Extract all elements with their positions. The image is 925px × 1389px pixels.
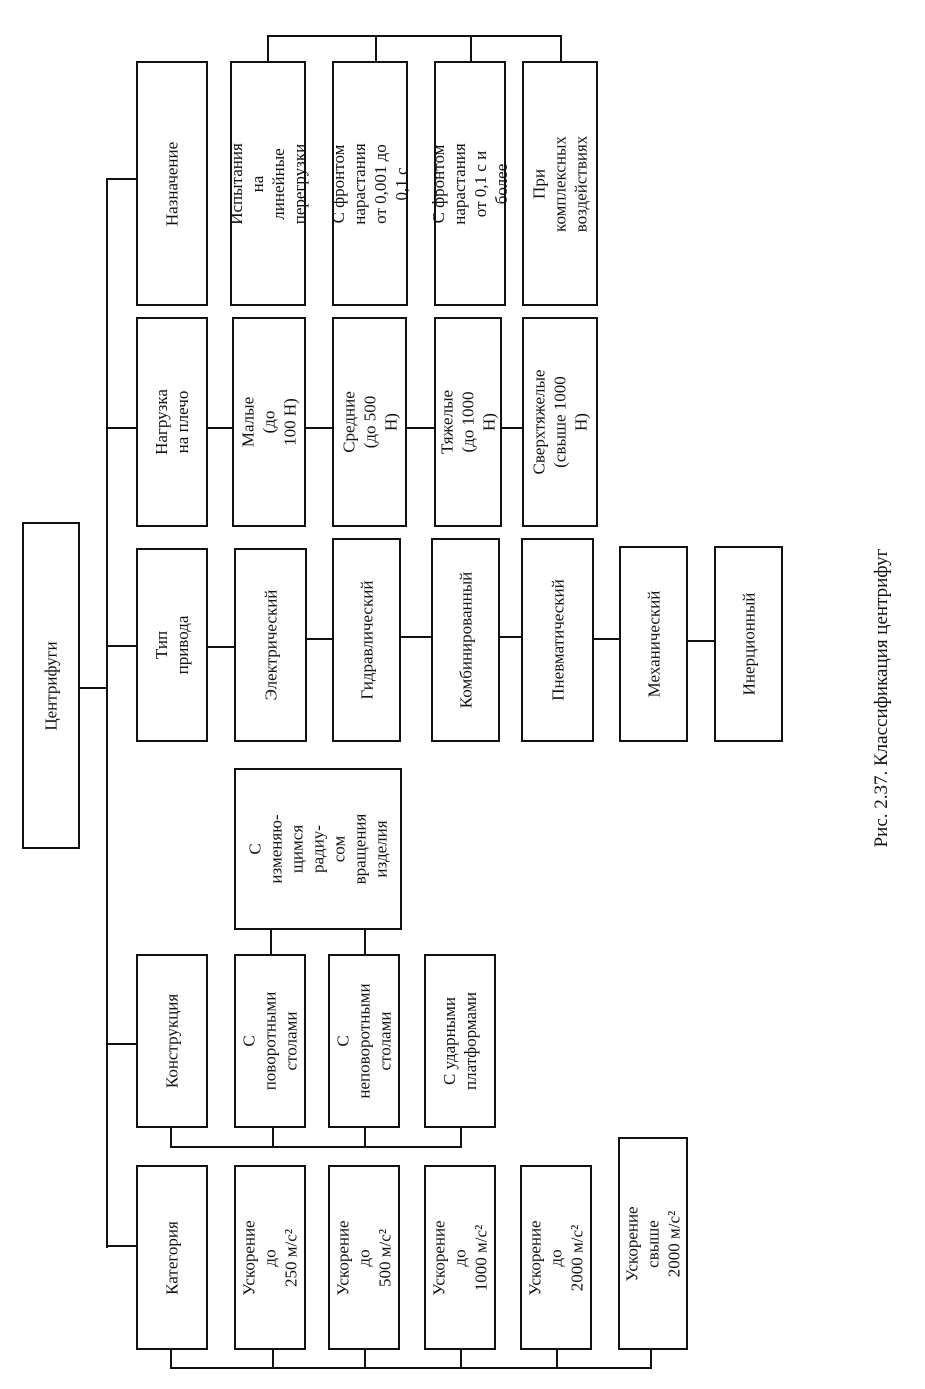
connector-category-rail <box>170 1367 652 1369</box>
connector-root <box>78 687 108 689</box>
connector-purpose-tick <box>267 35 269 61</box>
load-item: Средние (до 500 Н) <box>332 317 407 527</box>
purpose-item-label: Испытания на линейные перегрузки <box>227 142 309 225</box>
load-item-label: Малые (до 100 Н) <box>238 396 300 448</box>
group-title-label: Нагрузка на плечо <box>152 389 192 455</box>
connector-construction-rail <box>170 1146 462 1148</box>
connector-purpose-tick <box>470 35 472 61</box>
construction-item-label: С поворотными столами <box>239 991 301 1091</box>
purpose-item-label: С фронтом нарастания от 0,1 с и более <box>429 142 511 225</box>
purpose-item-label: С фронтом нарастания от 0,001 до 0,1 с <box>329 142 411 225</box>
drive-item-label: Гидравлический <box>357 580 376 700</box>
connector-drive-chain <box>208 646 234 648</box>
group-title-label: Категория <box>162 1220 182 1295</box>
load-item: Тяжелые (до 1000 Н) <box>434 317 502 527</box>
group-title-construction: Конструкция <box>136 954 208 1128</box>
connector-construction-tick <box>170 1128 172 1148</box>
drive-item-label: Электрический <box>261 589 280 701</box>
purpose-item: Испытания на линейные перегрузки <box>227 61 309 306</box>
drive-item: Пневматический <box>521 538 594 742</box>
connector-purpose-tick <box>560 35 562 61</box>
drive-item: Инерционный <box>714 546 783 742</box>
drive-item: Комбинированный <box>431 538 500 742</box>
connector-subitem <box>270 930 272 954</box>
category-item-label: Ускорение до 1000 м/с² <box>429 1219 491 1296</box>
connector-drive-chain <box>307 638 332 640</box>
connector-category-tick <box>364 1350 366 1369</box>
connector-drive-chain <box>401 636 431 638</box>
group-title-drive: Тип привода <box>136 548 208 742</box>
connector-drive-chain <box>688 640 714 642</box>
connector-load-chain <box>208 427 232 429</box>
construction-sub-item: С изменяю- щимся радиу- сом вращения изд… <box>234 768 402 930</box>
load-item: Сверхтяжелые (свыше 1000 Н) <box>522 317 598 527</box>
purpose-item: При комплексных воздействиях <box>522 61 598 306</box>
connector-purpose <box>106 178 136 180</box>
construction-item-label: С ударными платформами <box>440 992 480 1090</box>
connector-load <box>106 427 136 429</box>
construction-sub-item-label: С изменяю- щимся радиу- сом вращения изд… <box>245 813 391 885</box>
root-label: Центрифуги <box>41 640 61 731</box>
connector-purpose-tick <box>375 35 377 61</box>
drive-item-label: Комбинированный <box>456 571 475 709</box>
connector-purpose-rail <box>267 35 562 37</box>
group-title-purpose: Назначение <box>136 61 208 306</box>
load-item-label: Сверхтяжелые (свыше 1000 Н) <box>529 369 591 475</box>
root-node: Центрифуги <box>22 522 80 849</box>
load-item-label: Тяжелые (до 1000 Н) <box>437 389 499 455</box>
category-item: Ускорение до 500 м/с² <box>328 1165 400 1350</box>
category-item-label: Ускорение до 500 м/с² <box>333 1219 395 1296</box>
drive-item-label: Пневматический <box>548 579 567 701</box>
load-item: Малые (до 100 Н) <box>232 317 306 527</box>
connector-load-chain <box>502 427 522 429</box>
group-title-load: Нагрузка на плечо <box>136 317 208 527</box>
drive-item: Гидравлический <box>332 538 401 742</box>
group-title-label: Конструкция <box>162 993 182 1089</box>
connector-category-tick <box>460 1350 462 1369</box>
connector-drive-chain <box>594 638 619 640</box>
connector-construction-tick <box>460 1128 462 1148</box>
category-item: Ускорение до 250 м/с² <box>234 1165 306 1350</box>
purpose-item-label: При комплексных воздействиях <box>529 135 591 232</box>
drive-item: Механический <box>619 546 688 742</box>
connector-drive-chain <box>500 636 521 638</box>
connector-load-chain <box>306 427 332 429</box>
connector-spine <box>106 178 108 1248</box>
purpose-item: С фронтом нарастания от 0,001 до 0,1 с <box>329 61 411 306</box>
load-item-label: Средние (до 500 Н) <box>339 391 400 453</box>
drive-item-label: Механический <box>644 590 663 698</box>
group-title-label: Назначение <box>162 141 182 226</box>
connector-category <box>106 1245 136 1247</box>
construction-item: С неповоротными столами <box>328 954 400 1128</box>
figure-caption: Рис. 2.37. Классификация центрифуг <box>871 548 892 848</box>
connector-construction-tick <box>364 1128 366 1148</box>
purpose-item: С фронтом нарастания от 0,1 с и более <box>429 61 511 306</box>
construction-item-label: С неповоротными столами <box>333 983 395 1099</box>
connector-category-tick <box>170 1350 172 1369</box>
category-item-label: Ускорение до 2000 м/с² <box>525 1219 587 1296</box>
connector-construction-tick <box>272 1128 274 1148</box>
category-item: Ускорение до 2000 м/с² <box>520 1165 592 1350</box>
construction-item: С поворотными столами <box>234 954 306 1128</box>
category-item: Ускорение свыше 2000 м/с² <box>618 1137 688 1350</box>
category-item-label: Ускорение до 250 м/с² <box>239 1219 301 1296</box>
construction-item: С ударными платформами <box>424 954 496 1128</box>
connector-construction <box>106 1043 136 1045</box>
connector-drive <box>106 645 136 647</box>
connector-load-chain <box>407 427 434 429</box>
drive-item: Электрический <box>234 548 307 742</box>
group-title-label: Тип привода <box>152 615 192 675</box>
category-item-label: Ускорение свыше 2000 м/с² <box>622 1205 684 1282</box>
group-title-category: Категория <box>136 1165 208 1350</box>
connector-category-tick <box>650 1350 652 1369</box>
drive-item-label: Инерционный <box>739 592 758 696</box>
connector-category-tick <box>272 1350 274 1369</box>
connector-category-tick <box>556 1350 558 1369</box>
category-item: Ускорение до 1000 м/с² <box>424 1165 496 1350</box>
connector-subitem <box>364 930 366 954</box>
